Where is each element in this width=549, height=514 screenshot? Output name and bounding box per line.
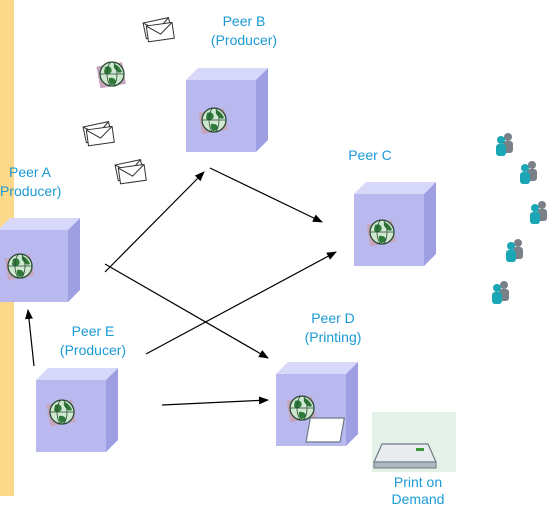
arrow-e-to-a [24, 309, 35, 367]
peer-a-label: Peer A Producer) [0, 163, 62, 201]
envelope-icon [114, 159, 147, 185]
arrow-e-to-c [145, 251, 337, 355]
printer-icon [305, 412, 456, 472]
envelope-icon [142, 17, 175, 43]
peer-b-role: (Producer) [210, 32, 278, 48]
printer-caption-line1: Print on [393, 474, 443, 490]
envelope-icon [82, 121, 115, 147]
printer-caption-line2: Demand [391, 491, 445, 507]
peer-d-name: Peer D [311, 310, 355, 326]
globe-icon [366, 220, 395, 246]
peer-b-cube [186, 68, 268, 152]
arrow-a-to-d [104, 263, 269, 359]
user-pair-icon [530, 201, 547, 224]
peer-c-name: Peer C [348, 147, 392, 163]
printer-caption: Print on Demand [378, 474, 458, 508]
peer-e-name: Peer E [71, 323, 115, 339]
globe-icon [46, 400, 75, 426]
user-pair-icon [520, 161, 537, 184]
arrow-b-to-c [209, 167, 323, 223]
peer-e-label: Peer E (Producer) [48, 322, 138, 360]
peer-d-label: Peer D (Printing) [288, 309, 378, 347]
globe-icon [4, 254, 33, 280]
globe-icon [198, 108, 227, 134]
peer-d-role: (Printing) [304, 329, 362, 345]
peer-a-role: Producer) [0, 183, 62, 199]
arrow-a-to-b [104, 171, 205, 273]
peer-e-role: (Producer) [59, 342, 127, 358]
peer-b-name: Peer B [222, 13, 266, 29]
arrow-e-to-d [161, 396, 269, 406]
globe-icon [96, 62, 125, 88]
peer-c-label: Peer C [330, 146, 410, 165]
user-pair-icon [492, 281, 509, 304]
peer-b-label: Peer B (Producer) [200, 12, 288, 50]
user-pair-icon [506, 239, 523, 262]
peer-c-cube [354, 182, 436, 266]
peer-a-name: Peer A [8, 164, 52, 180]
user-pair-icon [496, 133, 513, 156]
